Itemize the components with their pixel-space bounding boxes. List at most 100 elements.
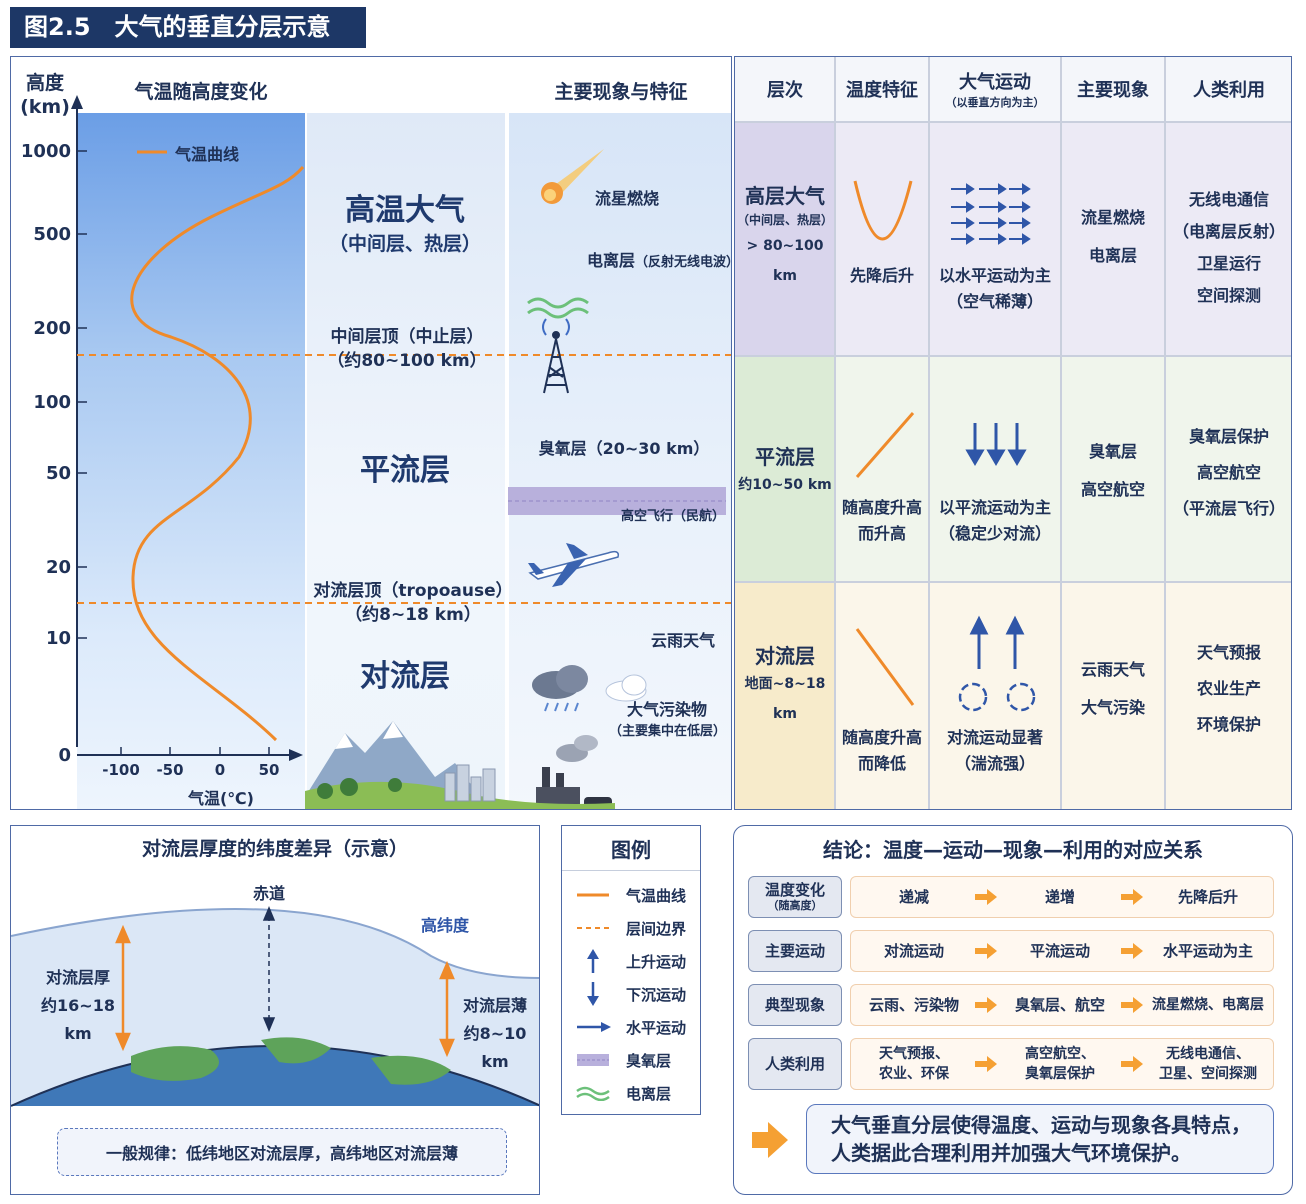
horizontal-motion-icon bbox=[951, 183, 1031, 245]
y-axis-arrow bbox=[71, 95, 83, 109]
conclusion-panel: 结论：温度—运动—现象—利用的对应关系 温度变化（随高度） 递减 递增 先降后升… bbox=[733, 825, 1293, 1195]
row-motion: 对流运动 平流运动 水平运动为主 bbox=[850, 930, 1274, 972]
th-motion: 大气运动（以垂直方向为主） bbox=[945, 72, 1045, 109]
turbulence-icon bbox=[958, 682, 1036, 712]
thick-label: 对流层厚约16~18 km bbox=[41, 968, 115, 1043]
row-upper-motion: 以水平运动为主（空气稀薄） bbox=[938, 266, 1051, 311]
row-tropo-bg bbox=[835, 583, 1291, 809]
legend-item-boundary: 层间边界 bbox=[577, 919, 687, 938]
equator-label: 赤道 bbox=[252, 884, 285, 903]
arrow-icon bbox=[1121, 997, 1143, 1013]
legend-item-ozone: 臭氧层 bbox=[570, 1045, 696, 1075]
x-axis-arrow bbox=[289, 749, 303, 761]
th-layer: 层次 bbox=[767, 80, 803, 101]
column-divider bbox=[305, 97, 307, 809]
layer-tropo-name: 对流层 bbox=[360, 659, 450, 694]
phen-meteor: 流星燃烧 bbox=[595, 189, 660, 208]
th-phen: 主要现象 bbox=[1077, 80, 1149, 101]
layer-upper-name: 高温大气 bbox=[345, 193, 465, 228]
row-strat-phen: 臭氧层高空航空 bbox=[1080, 442, 1145, 499]
temperature-axes bbox=[71, 95, 731, 761]
row-strat-use: 臭氧层保护高空航空（平流层飞行） bbox=[1172, 427, 1285, 518]
continent-shapes bbox=[131, 1037, 451, 1085]
phen-pollution: 大气污染物（主要集中在低层） bbox=[609, 700, 727, 739]
layer-upper-sub: （中间层、热层） bbox=[328, 233, 481, 255]
latitude-title: 对流层厚度的纬度差异（示意） bbox=[141, 838, 408, 860]
row-strat-motion: 以平流运动为主（稳定少对流） bbox=[938, 498, 1051, 543]
x-tick: -50 bbox=[156, 761, 184, 779]
arrow-icon bbox=[975, 943, 997, 959]
layer-upper: 高温大气 （中间层、热层） bbox=[305, 185, 505, 256]
temp-rise-fall-icon bbox=[853, 180, 913, 241]
boundary-lower-label: 对流层顶（tropoause）（约8~18 km） bbox=[313, 581, 513, 625]
legend-title: 图例 bbox=[611, 838, 651, 862]
landscape-illustration bbox=[305, 721, 615, 809]
legend-item-up: 上升运动 bbox=[570, 946, 696, 976]
x-tick: -100 bbox=[102, 761, 140, 779]
row-phen: 云雨、污染物 臭氧层、航空 流星燃烧、电离层 bbox=[850, 984, 1274, 1026]
temperature-curve bbox=[130, 166, 305, 742]
y-tick: 20 bbox=[45, 557, 71, 578]
arrow-icon bbox=[975, 997, 997, 1013]
row-strat-layer: 平流层 约10~50 km bbox=[738, 445, 832, 493]
row-tropo-layer: 对流层 地面~8~18 km bbox=[744, 644, 826, 722]
high-latitude-label: 高纬度 bbox=[420, 916, 469, 935]
x-tick: 50 bbox=[258, 761, 280, 779]
row-use: 天气预报、 农业、环保 高空航空、 臭氧层保护 无线电通信、 卫星、空间探测 bbox=[850, 1038, 1274, 1090]
downward-motion-icon bbox=[965, 423, 1027, 466]
y-axis-title: 高度(km) bbox=[20, 72, 70, 118]
arrow-icon bbox=[1121, 889, 1143, 905]
th-use: 人类利用 bbox=[1193, 80, 1265, 101]
phenomena-illustrations bbox=[508, 149, 726, 809]
y-tick: 500 bbox=[33, 224, 71, 245]
arrow-icon bbox=[975, 1056, 997, 1072]
summary-box: 大气垂直分层使得温度、运动与现象各具特点， 人类据此合理利用并加强大气环境保护。 bbox=[806, 1104, 1274, 1174]
legend-panel: 图例 气温曲线 层间边界 上升运动 下沉运动 水平运动 臭氧层 电离层 bbox=[561, 825, 701, 1115]
ionosphere-wave-icon bbox=[527, 297, 589, 319]
phen-ozone: 臭氧层（20~30 km） bbox=[538, 439, 710, 458]
thin-troposphere-arrow bbox=[439, 960, 455, 1058]
column-divider bbox=[506, 97, 509, 809]
table-grid bbox=[735, 57, 1291, 809]
row-tropo-temp: 随高度升高而降低 bbox=[841, 728, 922, 773]
wave-icon bbox=[570, 1078, 616, 1108]
table-header-bg bbox=[735, 57, 1291, 121]
row-strat-temp: 随高度升高而升高 bbox=[841, 498, 922, 543]
radio-tower-icon bbox=[542, 318, 570, 394]
x-axis-title: 气温(℃) bbox=[187, 789, 254, 808]
summary-arrow-icon bbox=[752, 1122, 788, 1158]
temp-decrease-icon bbox=[855, 628, 915, 706]
row-tropo-layer-bg bbox=[735, 583, 835, 809]
row-upper-bg bbox=[835, 123, 1291, 355]
row-tropo-use: 天气预报农业生产环境保护 bbox=[1196, 643, 1261, 734]
rain-cloud-icon bbox=[532, 665, 588, 712]
legend-item-horizontal: 水平运动 bbox=[570, 1012, 696, 1042]
equator-marker bbox=[262, 906, 276, 1032]
latitude-rule-note: 一般规律：低纬地区对流层厚，高纬地区对流层薄 bbox=[57, 1128, 507, 1176]
arrow-icon bbox=[975, 889, 997, 905]
thin-label: 对流层薄约8~10 km bbox=[462, 996, 527, 1071]
row-label-temp: 温度变化（随高度） bbox=[748, 876, 842, 918]
latitude-diagram bbox=[11, 906, 539, 1107]
arrow-icon bbox=[1121, 1056, 1143, 1072]
row-label-use: 人类利用 bbox=[748, 1038, 842, 1090]
figure-title: 图2.5 大气的垂直分层示意 bbox=[10, 7, 366, 48]
row-upper-layer: 高层大气 （中间层、热层） > 80~100 km bbox=[736, 184, 833, 284]
layer-table: 层次 温度特征 大气运动（以垂直方向为主） 主要现象 人类利用 bbox=[734, 56, 1292, 810]
up-arrow-icon bbox=[570, 946, 616, 976]
row-label-phen: 典型现象 bbox=[748, 984, 842, 1026]
legend-item-down: 下沉运动 bbox=[570, 979, 696, 1009]
row-tropo-motion: 对流运动显著（湍流强） bbox=[946, 728, 1043, 773]
th-temp: 温度特征 bbox=[846, 80, 918, 101]
legend-item-ionosphere: 电离层 bbox=[570, 1078, 696, 1108]
boundary-upper-label: 中间层顶（中止层）（约80~100 km） bbox=[327, 327, 487, 371]
phen-flight: 高空飞行（民航） bbox=[621, 509, 726, 524]
y-tick: 0 bbox=[58, 745, 71, 766]
row-upper-phen: 流星燃烧电离层 bbox=[1080, 208, 1145, 265]
white-cloud-icon bbox=[605, 674, 647, 702]
row-temp: 递减 递增 先降后升 bbox=[850, 876, 1274, 918]
vertical-layer-chart: 高度(km) 气温随高度变化 主要现象与特征 1000 500 200 100 … bbox=[10, 56, 732, 810]
phenomena-column-heading: 主要现象与特征 bbox=[554, 81, 688, 103]
y-tick: 100 bbox=[33, 392, 71, 413]
row-upper-temp: 先降后升 bbox=[849, 266, 914, 285]
